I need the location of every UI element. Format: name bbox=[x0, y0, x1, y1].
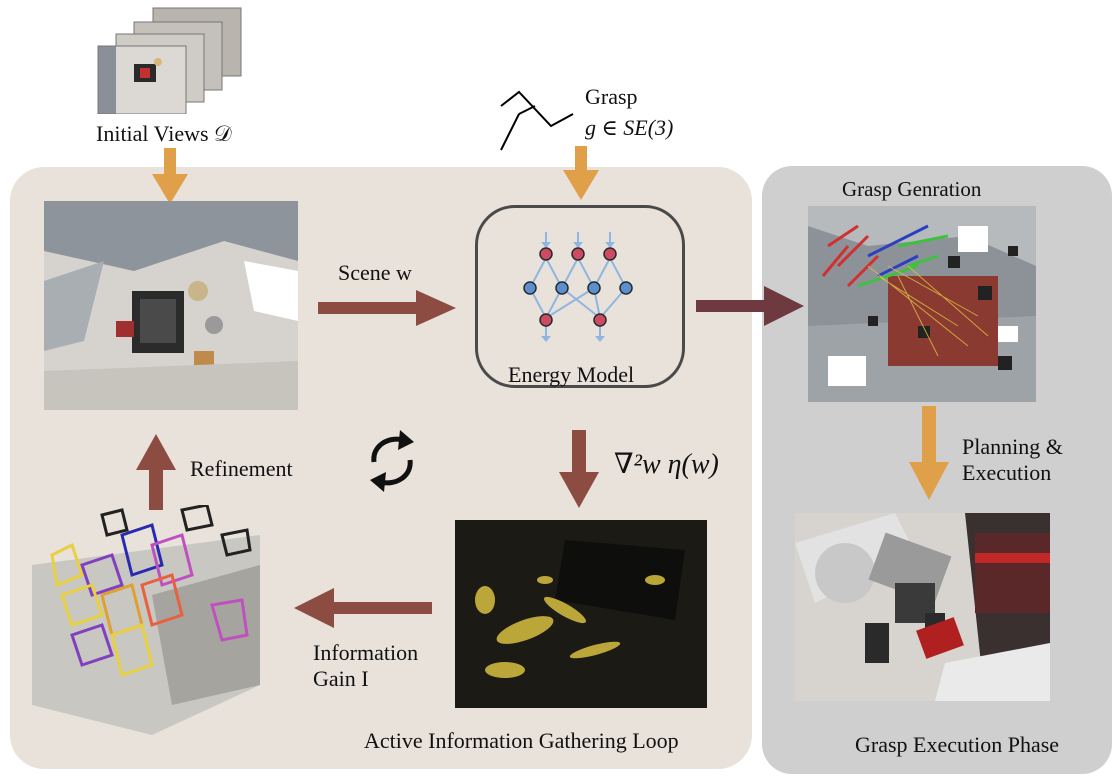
grasp-label: Grasp bbox=[585, 84, 638, 109]
refinement-arrow bbox=[134, 432, 178, 510]
energy-model-label: Energy Model bbox=[508, 362, 635, 387]
camera-views-image bbox=[32, 505, 260, 735]
refinement-label: Refinement bbox=[190, 456, 293, 481]
active-loop-label: Active Information Gathering Loop bbox=[364, 728, 679, 753]
initial-views-image bbox=[96, 6, 246, 114]
grasp-generation-label: Grasp Genration bbox=[842, 177, 982, 201]
scene-arrow bbox=[318, 288, 458, 328]
neural-network-icon bbox=[510, 228, 650, 348]
information-gain-image bbox=[455, 520, 707, 708]
scene-reconstruction-image bbox=[44, 201, 298, 410]
grasp-formula: g ∈ SE(3) bbox=[585, 115, 674, 140]
scene-label: Scene w bbox=[338, 260, 412, 285]
to-grasp-generation-arrow bbox=[696, 284, 806, 328]
grasp-generation-image bbox=[808, 206, 1036, 402]
planning-label: Planning & bbox=[962, 434, 1063, 459]
hessian-label: ∇²w η(w) bbox=[614, 449, 719, 480]
execution-label: Execution bbox=[962, 460, 1052, 485]
robot-execution-image bbox=[795, 513, 1050, 701]
grasp-input-arrow bbox=[561, 146, 601, 202]
information-gain-arrow bbox=[292, 586, 432, 630]
hessian-arrow bbox=[557, 430, 601, 510]
cycle-icon bbox=[366, 426, 418, 496]
gain-label: Gain I bbox=[313, 666, 369, 691]
execution-phase-label: Grasp Execution Phase bbox=[855, 732, 1060, 757]
planning-arrow bbox=[907, 406, 951, 502]
initial-views-arrow bbox=[150, 148, 190, 206]
initial-views-label: Initial Views 𝒟 bbox=[96, 121, 232, 146]
information-label: Information bbox=[313, 640, 419, 665]
gripper-icon bbox=[495, 84, 575, 154]
